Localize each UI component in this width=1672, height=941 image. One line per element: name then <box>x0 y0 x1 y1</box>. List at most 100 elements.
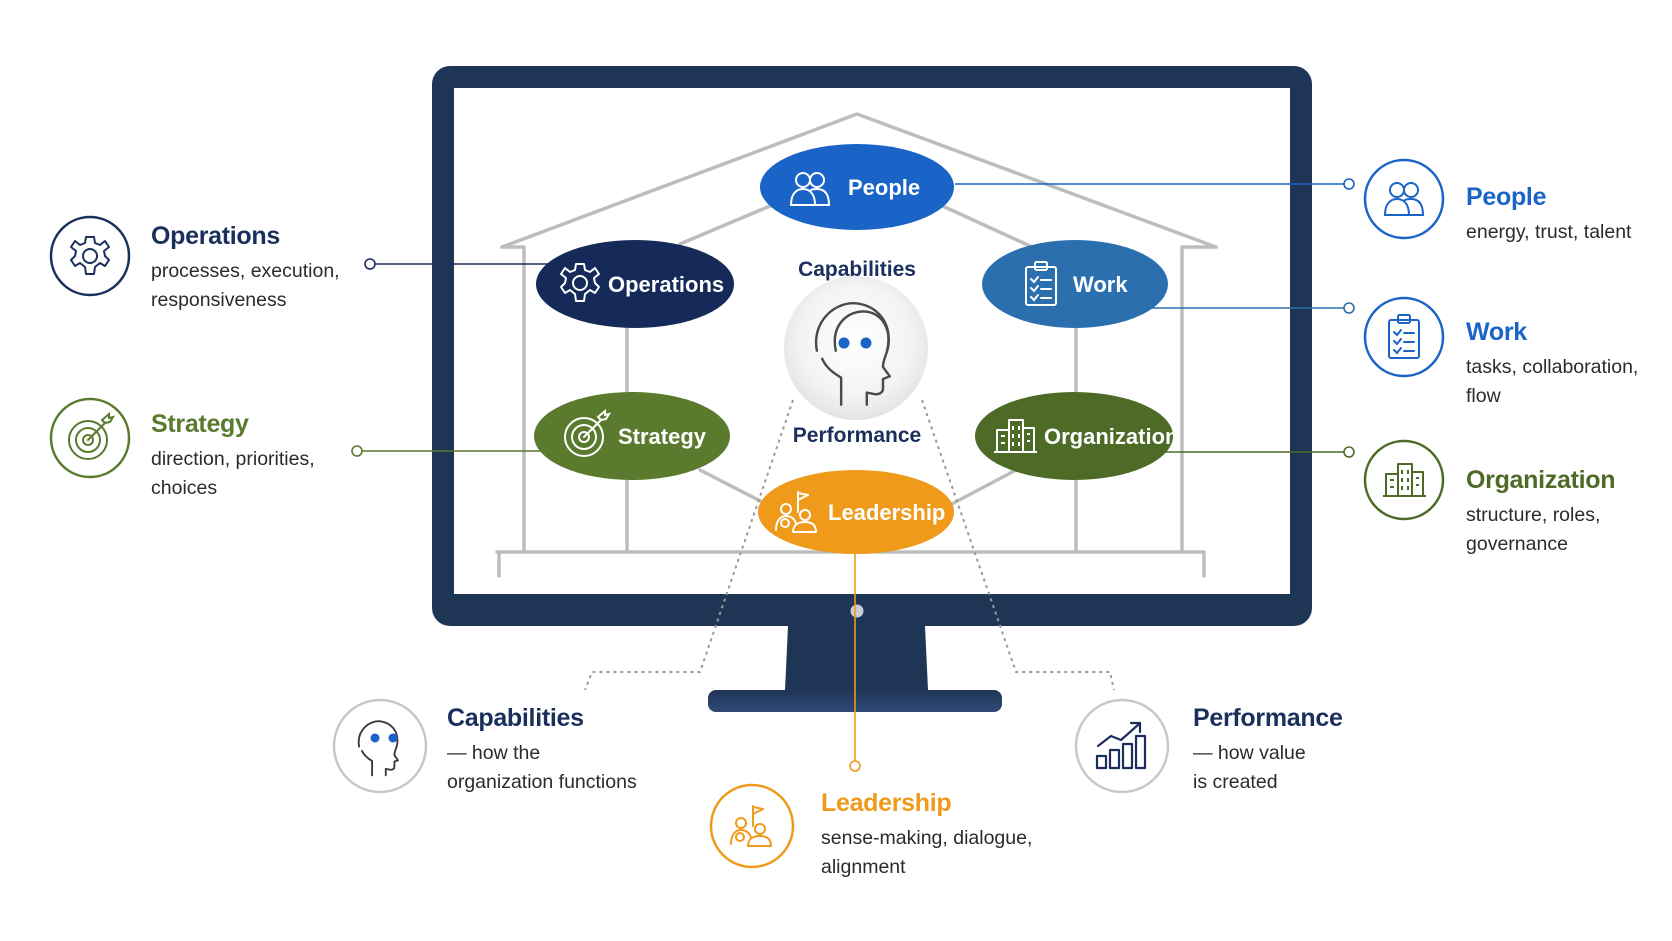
callout-work-desc: tasks, collaboration, flow <box>1466 353 1638 411</box>
connector-leadership-dot <box>849 760 861 772</box>
callout-organization-line-1: structure, roles, <box>1466 504 1601 526</box>
callout-operations-line-2: responsiveness <box>151 289 287 311</box>
head-profile-icon <box>357 720 399 777</box>
callout-performance-desc: — how value is created <box>1193 739 1343 797</box>
callout-people-title: People <box>1466 183 1547 211</box>
node-organization[interactable]: Organization <box>975 392 1178 480</box>
callout-people-desc: energy, trust, talent <box>1466 218 1631 247</box>
connector-work-dot <box>1343 302 1355 314</box>
callout-leadership-badge <box>709 783 795 869</box>
callout-connectors <box>351 178 1355 772</box>
node-people-label: People <box>848 175 920 200</box>
callout-operations-badge <box>49 215 131 297</box>
callout-work-line-2: flow <box>1466 385 1501 407</box>
callout-capabilities-badge <box>332 698 428 794</box>
callout-performance-line-1: — how value <box>1193 742 1306 764</box>
callout-organization-title: Organization <box>1466 466 1616 494</box>
callout-organization-line-2: governance <box>1466 533 1568 555</box>
head-eye-right <box>860 337 872 349</box>
house-roof <box>500 112 1218 249</box>
callout-operations-title: Operations <box>151 222 280 250</box>
connector-organization-dot <box>1343 446 1355 458</box>
clipboard-icon <box>1025 261 1057 306</box>
callout-capabilities-desc: — how the organization functions <box>447 739 637 797</box>
node-work-label: Work <box>1073 272 1128 297</box>
callout-strategy-title: Strategy <box>151 410 249 438</box>
callout-strategy-badge <box>49 397 131 479</box>
node-organization-label: Organization <box>1044 424 1178 449</box>
callout-people-badge <box>1363 158 1445 240</box>
node-people[interactable]: People <box>760 144 954 230</box>
callout-leadership-title: Leadership <box>821 789 952 817</box>
callout-strategy-desc: direction, priorities, choices <box>151 445 315 503</box>
connector-operations-dot <box>364 258 376 270</box>
callout-organization-desc: structure, roles, governance <box>1466 501 1615 559</box>
callout-capabilities: Capabilities — how the organization func… <box>447 704 637 797</box>
connector-organization-leadership <box>946 468 1018 508</box>
callout-performance-title: Performance <box>1193 704 1343 732</box>
node-operations-label: Operations <box>608 272 724 297</box>
head-profile-icon <box>814 302 891 406</box>
callout-capabilities-title: Capabilities <box>447 704 584 732</box>
node-strategy-oval <box>534 392 730 480</box>
target-icon <box>564 408 612 457</box>
people-icon <box>1383 182 1425 216</box>
callout-operations-desc: processes, execution, responsiveness <box>151 257 340 315</box>
callout-organization-badge <box>1363 439 1445 521</box>
bar-chart-icon <box>1095 721 1147 770</box>
callout-organization: Organization structure, roles, governanc… <box>1466 466 1615 559</box>
monitor-neck <box>785 626 928 690</box>
target-icon <box>68 411 116 460</box>
callout-performance: Performance — how value is created <box>1193 704 1343 797</box>
node-operations[interactable]: Operations <box>536 240 734 328</box>
center-head-circle <box>784 276 928 420</box>
node-operations-oval <box>536 240 734 328</box>
clipboard-icon <box>1388 314 1420 359</box>
leadership-icon <box>775 491 817 533</box>
gear-icon <box>70 236 110 275</box>
connector-people-work <box>934 201 1032 248</box>
callout-leadership: Leadership sense-making, dialogue, align… <box>821 789 1032 882</box>
callout-leadership-desc: sense-making, dialogue, alignment <box>821 824 1032 882</box>
callout-performance-badge <box>1074 698 1170 794</box>
callout-work-line-1: tasks, collaboration, <box>1466 356 1639 378</box>
buildings-icon <box>1383 463 1426 497</box>
head-eye-left <box>838 337 850 349</box>
callout-people-line-1: energy, trust, talent <box>1466 221 1632 243</box>
callout-operations: Operations processes, execution, respons… <box>151 222 340 315</box>
house-right-wall <box>1180 245 1218 554</box>
node-organization-oval <box>975 392 1173 480</box>
node-strategy-label: Strategy <box>618 424 707 449</box>
callout-leadership-line-1: sense-making, dialogue, <box>821 827 1033 849</box>
connector-people-operations <box>678 201 779 246</box>
callout-operations-line-1: processes, execution, <box>151 260 340 282</box>
callout-leadership-line-2: alignment <box>821 856 906 878</box>
callout-performance-line-2: is created <box>1193 771 1278 793</box>
callout-work: Work tasks, collaboration, flow <box>1466 318 1638 411</box>
callout-capabilities-line-2: organization functions <box>447 771 637 793</box>
connector-strategy-dot <box>351 445 363 457</box>
node-work[interactable]: Work <box>982 240 1168 328</box>
gear-icon <box>560 263 600 302</box>
node-leadership-label: Leadership <box>828 500 945 525</box>
callout-work-badge <box>1363 296 1445 378</box>
monitor-power-dot <box>850 604 864 618</box>
people-icon <box>789 172 831 206</box>
center-bottom-label: Performance <box>793 424 921 447</box>
node-people-oval <box>760 144 954 230</box>
leadership-icon <box>730 805 772 847</box>
center-capabilities-performance: Capabilities Performance <box>784 258 928 447</box>
callout-strategy-line-1: direction, priorities, <box>151 448 315 470</box>
node-strategy[interactable]: Strategy <box>534 392 730 480</box>
buildings-icon <box>994 419 1037 453</box>
callout-work-title: Work <box>1466 318 1527 346</box>
callout-strategy-line-2: choices <box>151 477 218 499</box>
callout-strategy: Strategy direction, priorities, choices <box>151 410 315 503</box>
callout-people: People energy, trust, talent <box>1466 183 1631 247</box>
connector-people-dot <box>1343 178 1355 190</box>
center-top-label: Capabilities <box>798 258 916 281</box>
node-leadership[interactable]: Leadership <box>758 470 954 554</box>
callout-capabilities-line-1: — how the <box>447 742 541 764</box>
